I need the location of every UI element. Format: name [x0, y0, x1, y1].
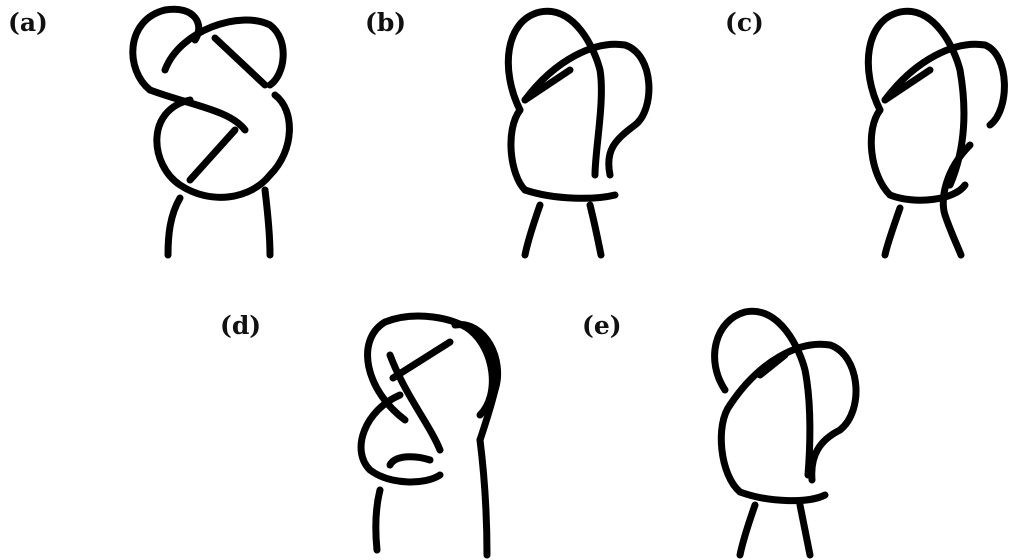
knot-a-right-leg: [261, 186, 274, 259]
knot-diagram-b: [504, 7, 653, 259]
knot-b-lower-left: [507, 106, 529, 194]
knot-b-outer-loop: [504, 7, 605, 179]
knot-e-inner-diagonal: [756, 351, 789, 379]
knot-diagram-e: [711, 307, 860, 559]
knot-d-small-hook: [386, 453, 434, 469]
knot-d-crossing-diagonal: [386, 351, 444, 454]
knot-a-lower-loop: [153, 91, 293, 201]
knot-a-lower-diagonal: [186, 126, 239, 184]
knot-d-lower-loop: [357, 391, 444, 486]
panel-label-e: (e): [582, 311, 622, 340]
knot-e-left-leg: [736, 501, 759, 559]
knot-a-right-loop: [161, 16, 287, 89]
knot-c-inner-diagonal: [881, 66, 934, 104]
knot-e-right-loop: [726, 340, 860, 484]
panel-label-c: (c): [725, 8, 764, 37]
knot-diagram-a: [129, 5, 293, 259]
knot-b-bottom-band: [521, 186, 619, 202]
panel-label-a: (a): [8, 8, 48, 37]
knot-a-inner-diagonal: [211, 34, 269, 89]
knot-b-left-leg: [521, 201, 544, 259]
knot-b-right-leg: [586, 201, 605, 259]
panel-label-d: (d): [220, 311, 262, 340]
knot-d-inner-diagonal: [389, 338, 454, 382]
knot-b-right-loop: [521, 40, 653, 179]
knot-d-left-leg: [372, 486, 384, 554]
knot-e-outer-loop: [711, 307, 814, 479]
knot-a-left-leg: [164, 194, 184, 259]
knot-e-right-leg: [796, 501, 814, 559]
knot-c-crossing-strand: [939, 141, 974, 219]
knot-c-outer-loop: [864, 7, 968, 189]
knot-c-right-loop: [881, 40, 1008, 129]
knot-e-lower-left: [717, 401, 744, 496]
knot-diagram-c: [864, 7, 1008, 259]
knot-c-right-leg: [941, 211, 965, 259]
panel-label-b: (b): [365, 8, 407, 37]
knot-diagram-d: [357, 312, 502, 559]
knot-d-right-leg: [476, 436, 491, 559]
knot-d-right-lobe: [451, 321, 502, 444]
knot-c-left-leg: [881, 204, 904, 259]
knot-a-crossing-band: [146, 86, 249, 134]
knot-d-top-loop: [364, 312, 496, 424]
knot-c-lower-left: [867, 106, 969, 204]
knot-b-inner-diagonal: [521, 66, 574, 104]
knot-e-bottom-band: [736, 488, 829, 505]
knot-a-top-loop: [129, 5, 203, 94]
